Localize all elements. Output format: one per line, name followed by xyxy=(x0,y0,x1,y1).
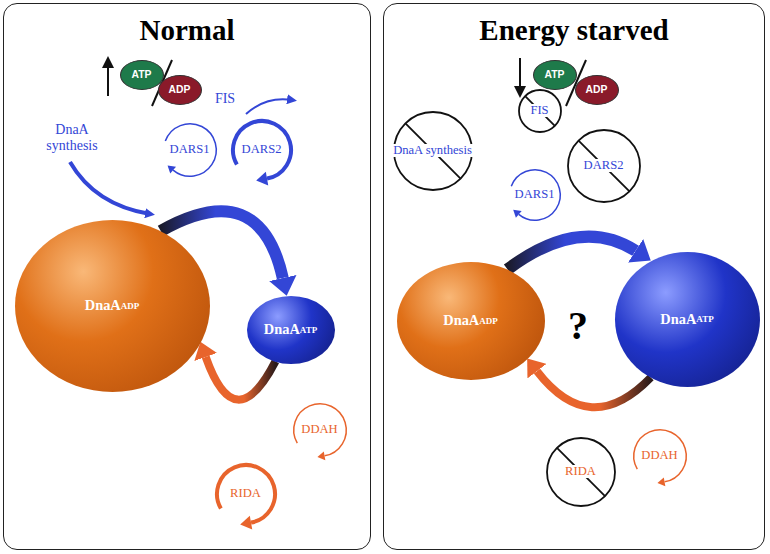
superscript: ATP xyxy=(696,314,713,324)
inactive-regulator: DARS2 xyxy=(566,128,642,204)
node-text: DARS2 xyxy=(242,143,282,156)
node-text: ATP xyxy=(132,69,152,80)
regulator-cycle: DARS1 xyxy=(158,118,222,182)
node-text: DDAH xyxy=(641,449,677,462)
increase-arrow xyxy=(107,62,109,96)
node-text: DnaA xyxy=(85,297,121,314)
factor-label: DnaA synthesis xyxy=(32,122,112,154)
dnaa-pool: DnaAADP xyxy=(397,262,545,380)
node-text: DARS2 xyxy=(583,159,625,172)
regulator-cycle: DARS1 xyxy=(504,164,566,226)
node-text: ADP xyxy=(586,84,608,95)
unknown-mark: ? xyxy=(558,302,598,349)
node-text: DnaA xyxy=(443,312,479,329)
nucleotide-oval: ADP xyxy=(158,75,202,105)
dnaa-pool: DnaAADP xyxy=(15,220,210,392)
inactive-regulator: FIS xyxy=(517,88,563,134)
panel-title: Normal xyxy=(4,14,370,47)
superscript: ATP xyxy=(300,325,317,335)
panel-title: Energy starved xyxy=(384,14,764,47)
node-text: ATP xyxy=(545,69,565,80)
superscript: ADP xyxy=(121,301,140,311)
node-text: FIS xyxy=(529,104,549,117)
node-text: DnaA xyxy=(264,321,300,338)
nucleotide-oval: ADP xyxy=(575,75,619,105)
dnaa-pool: DnaAATP xyxy=(247,296,335,364)
decrease-arrow xyxy=(519,58,521,92)
node-text: DARS1 xyxy=(170,143,210,156)
nucleotide-oval: ATP xyxy=(533,60,577,90)
dnaa-pool: DnaAATP xyxy=(615,252,760,387)
node-text: DnaA synthesis xyxy=(392,144,473,157)
fis-arrow xyxy=(246,99,292,114)
regulator-cycle: DARS2 xyxy=(226,114,298,186)
conversion-arrow xyxy=(206,357,276,400)
nucleotide-oval: ATP xyxy=(120,60,164,90)
node-text: RIDA xyxy=(230,487,261,500)
condition-panel: NormalATPADPDARS1DARS2DnaAADPDnaAATPDDAH… xyxy=(3,3,371,550)
conversion-arrow xyxy=(537,371,651,407)
node-text: RIDA xyxy=(564,465,597,478)
regulator-cycle: DDAH xyxy=(628,424,692,488)
synthesis-arrow xyxy=(70,162,150,214)
factor-label: FIS xyxy=(210,91,240,107)
condition-panel: Energy starvedATP ADP DnaA synthesis FIS DAR… xyxy=(383,3,765,550)
inactive-regulator: DnaA synthesis xyxy=(392,110,474,192)
node-text: DnaA xyxy=(660,311,696,328)
conversion-arrow xyxy=(508,237,636,270)
node-text: ADP xyxy=(169,84,191,95)
regulator-cycle: RIDA xyxy=(210,458,282,530)
regulator-cycle: DDAH xyxy=(288,398,352,462)
node-text: DDAH xyxy=(301,423,337,436)
node-text: DARS1 xyxy=(515,188,555,201)
inactive-regulator: RIDA xyxy=(545,436,617,508)
superscript: ADP xyxy=(479,316,498,326)
